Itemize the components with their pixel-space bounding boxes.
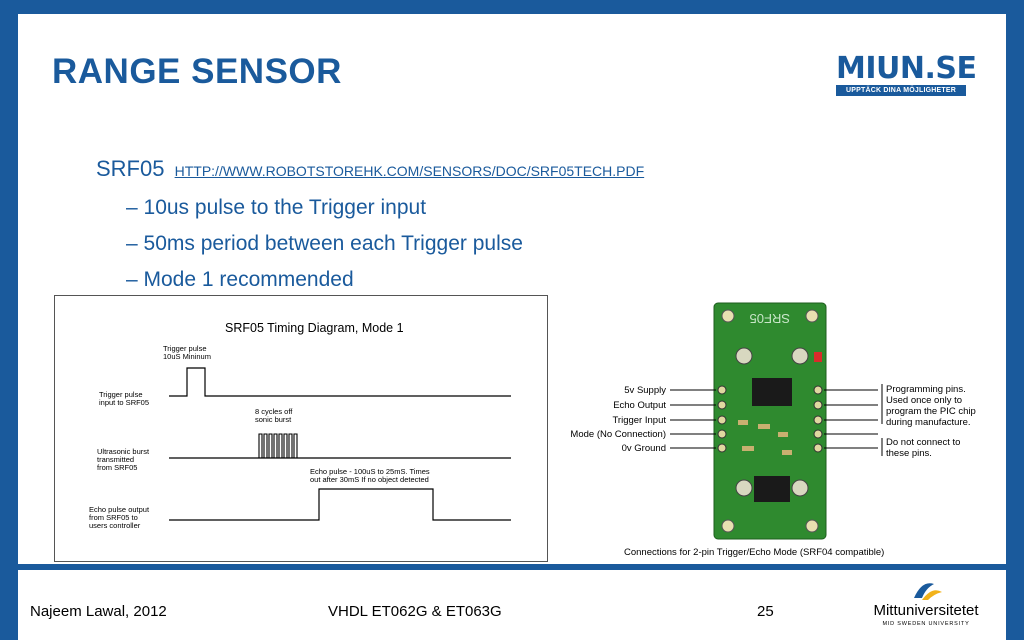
bullet-label: SRF05	[96, 156, 165, 181]
transducer-pad-2	[791, 347, 809, 365]
smd-3	[778, 432, 788, 437]
prog-note-1: Programming pins.	[886, 384, 966, 395]
mittuniversitetet-logo: Mittuniversitetet MID SWEDEN UNIVERSITY	[862, 578, 990, 634]
ic-top	[752, 378, 792, 406]
subbullet-2: – 50ms period between each Trigger pulse	[126, 232, 523, 255]
row-label-echo-1: Echo pulse output	[89, 505, 150, 514]
pin-left-5	[717, 443, 727, 453]
burst-note-1: 8 cycles off	[255, 407, 293, 416]
pin-label-mode: Mode (No Connection)	[570, 429, 666, 440]
pin-right-2	[813, 400, 823, 410]
transducer-pad-3	[735, 479, 753, 497]
noconnect-note-1: Do not connect to	[886, 437, 960, 448]
smd-2	[758, 424, 770, 429]
srf05-board-svg: SRF05	[570, 302, 976, 558]
prog-note-2: Used once only to	[886, 395, 962, 406]
echo-waveform	[169, 488, 511, 521]
subbullet-1: – 10us pulse to the Trigger input	[126, 196, 427, 219]
pin-label-5v: 5v Supply	[624, 385, 666, 396]
timing-diagram-svg: SRF05 Timing Diagram, Mode 1 Trigger pul…	[89, 321, 511, 530]
trigger-note-1: Trigger pulse	[163, 344, 207, 353]
row-label-echo-2: from SRF05 to	[89, 513, 138, 522]
subbullet-3: – Mode 1 recommended	[126, 268, 354, 291]
pin-right-3	[813, 415, 823, 425]
footer-course: VHDL ET062G & ET063G	[328, 603, 502, 620]
board-caption: Connections for 2-pin Trigger/Echo Mode …	[624, 547, 884, 558]
pin-label-echo: Echo Output	[613, 400, 666, 411]
echo-note-1: Echo pulse - 100uS to 25mS. Times	[310, 467, 430, 476]
pin-left-3	[717, 415, 727, 425]
bullet-srf05: SRF05 HTTP://WWW.ROBOTSTOREHK.COM/SENSOR…	[96, 156, 644, 182]
mount-hole-br	[805, 519, 819, 533]
logo-tagline: UPPTÄCK DINA MÖJLIGHETER	[836, 85, 966, 96]
row-label-trigger-1: Trigger pulse	[99, 390, 143, 399]
mount-hole-bl	[721, 519, 735, 533]
smd-5	[782, 450, 792, 455]
led	[814, 352, 822, 362]
pin-right-1	[813, 385, 823, 395]
mount-hole-tr	[805, 309, 819, 323]
row-label-echo-3: users controller	[89, 521, 141, 530]
mu-subtitle: MID SWEDEN UNIVERSITY	[882, 621, 970, 627]
srf05-board-figure: SRF05	[552, 300, 992, 562]
pin-label-trigger: Trigger Input	[612, 415, 666, 426]
row-label-burst-1: Ultrasonic burst	[97, 447, 150, 456]
transducer-pad-1	[735, 347, 753, 365]
trigger-waveform	[169, 367, 511, 397]
pin-left-1	[717, 385, 727, 395]
mount-hole-tl	[721, 309, 735, 323]
miun-logo: MIUN.SE UPPTÄCK DINA MÖJLIGHETER	[836, 51, 977, 96]
burst-waveform	[258, 433, 298, 459]
pcb-silkscreen: SRF05	[750, 311, 790, 326]
smd-4	[742, 446, 754, 451]
burst-note-2: sonic burst	[255, 415, 292, 424]
pin-leader-lines	[670, 384, 883, 456]
prog-note-4: during manufacture.	[886, 417, 971, 428]
pin-label-ground: 0v Ground	[622, 443, 666, 454]
pin-left-2	[717, 400, 727, 410]
pcb	[713, 302, 827, 540]
trigger-note-2: 10uS Mininum	[163, 352, 211, 361]
pin-right-4	[813, 429, 823, 439]
footer-page-number: 25	[757, 603, 774, 620]
slide-title: RANGE SENSOR	[52, 52, 342, 91]
row-label-trigger-2: input to SRF05	[99, 398, 149, 407]
echo-note-2: out after 30mS If no object detected	[310, 475, 429, 484]
transducer-pad-4	[791, 479, 809, 497]
datasheet-link[interactable]: HTTP://WWW.ROBOTSTOREHK.COM/SENSORS/DOC/…	[174, 163, 645, 179]
timing-title: SRF05 Timing Diagram, Mode 1	[225, 321, 404, 335]
noconnect-note-2: these pins.	[886, 448, 932, 459]
timing-diagram: SRF05 Timing Diagram, Mode 1 Trigger pul…	[54, 295, 548, 562]
row-label-burst-3: from SRF05	[97, 463, 137, 472]
footer-author: Najeem Lawal, 2012	[30, 603, 167, 620]
mu-name: Mittuniversitetet	[873, 602, 979, 619]
ic-bottom	[754, 476, 790, 502]
row-label-burst-2: transmitted	[97, 455, 134, 464]
pin-left-4	[717, 429, 727, 439]
prog-note-3: program the PIC chip	[886, 406, 976, 417]
pin-right-5	[813, 443, 823, 453]
logo-main-text: MIUN.SE	[836, 51, 977, 86]
mu-emblem-icon	[914, 583, 942, 600]
smd-1	[738, 420, 748, 425]
